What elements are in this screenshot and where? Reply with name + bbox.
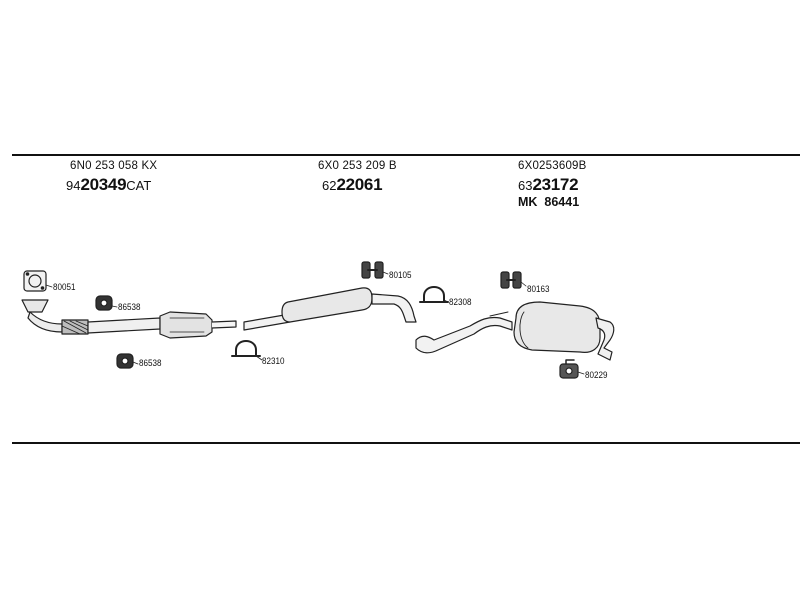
oem-number-middle-silencer: 6X0 253 209 B	[318, 160, 397, 172]
part-number-rear-silencer: 6323172	[518, 175, 579, 194]
callout-gasket-front: 80051	[53, 282, 76, 293]
callout-clamp-front: 82310	[262, 356, 285, 367]
oem-number-rear-silencer: 6X0253609B	[518, 160, 587, 172]
middle-silencer	[243, 287, 417, 331]
hanger-rear	[500, 271, 522, 289]
clamp-mid	[419, 286, 449, 303]
mounting-kit-number: MK 86441	[518, 195, 580, 209]
callout-clamp-mid: 82308	[449, 297, 472, 308]
callout-hanger-mid: 80105	[389, 270, 412, 281]
callout-hanger-rear: 80163	[527, 284, 550, 295]
callout-hanger-tail: 80229	[585, 370, 608, 381]
part-number-catalyst: 9420349CAT	[66, 175, 152, 194]
callout-rubber-lower: 86538	[139, 358, 162, 369]
hanger-mid	[361, 261, 384, 279]
rubber-mount-lower	[116, 353, 134, 369]
gasket-front	[23, 270, 47, 292]
part-number-middle-silencer: 6222061	[322, 175, 383, 194]
oem-number-catalyst: 6N0 253 058 KX	[70, 160, 158, 172]
rear-pipe	[415, 311, 513, 354]
rear-silencer	[513, 301, 615, 361]
top-divider	[12, 154, 800, 156]
front-pipe-catalyst	[21, 299, 237, 339]
clamp-front	[231, 340, 261, 357]
callout-rubber-upper: 86538	[118, 302, 141, 313]
bottom-divider	[12, 442, 800, 444]
hanger-tail	[559, 359, 579, 379]
rubber-mount-upper	[95, 295, 113, 311]
